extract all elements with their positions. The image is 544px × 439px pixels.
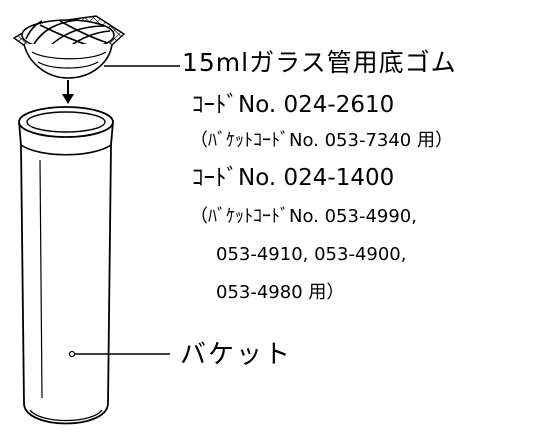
rubber-title: 15mlガラス管用底ゴム xyxy=(182,48,457,77)
bucket-code-note-2-line2: 053-4910, 053-4900, xyxy=(216,244,407,265)
code-number-1: ｺｰﾄﾞNo. 024-2610 xyxy=(192,92,395,118)
insert-arrow-icon xyxy=(62,80,74,104)
bucket-marker-dot xyxy=(68,350,76,358)
rubber-cushion xyxy=(12,15,126,79)
bucket-tube xyxy=(18,106,114,425)
bucket-code-note-2-line3: 053-4980 用） xyxy=(216,282,345,303)
bucket-label: バケット xyxy=(180,340,293,370)
code-number-2: ｺｰﾄﾞNo. 024-1400 xyxy=(192,165,395,191)
bucket-code-note-1: （ﾊﾞｹｯﾄｺｰﾄﾞNo. 053-7340 用） xyxy=(190,130,453,151)
bucket-code-note-2: （ﾊﾞｹｯﾄｺｰﾄﾞNo. 053-4990, xyxy=(190,206,417,227)
